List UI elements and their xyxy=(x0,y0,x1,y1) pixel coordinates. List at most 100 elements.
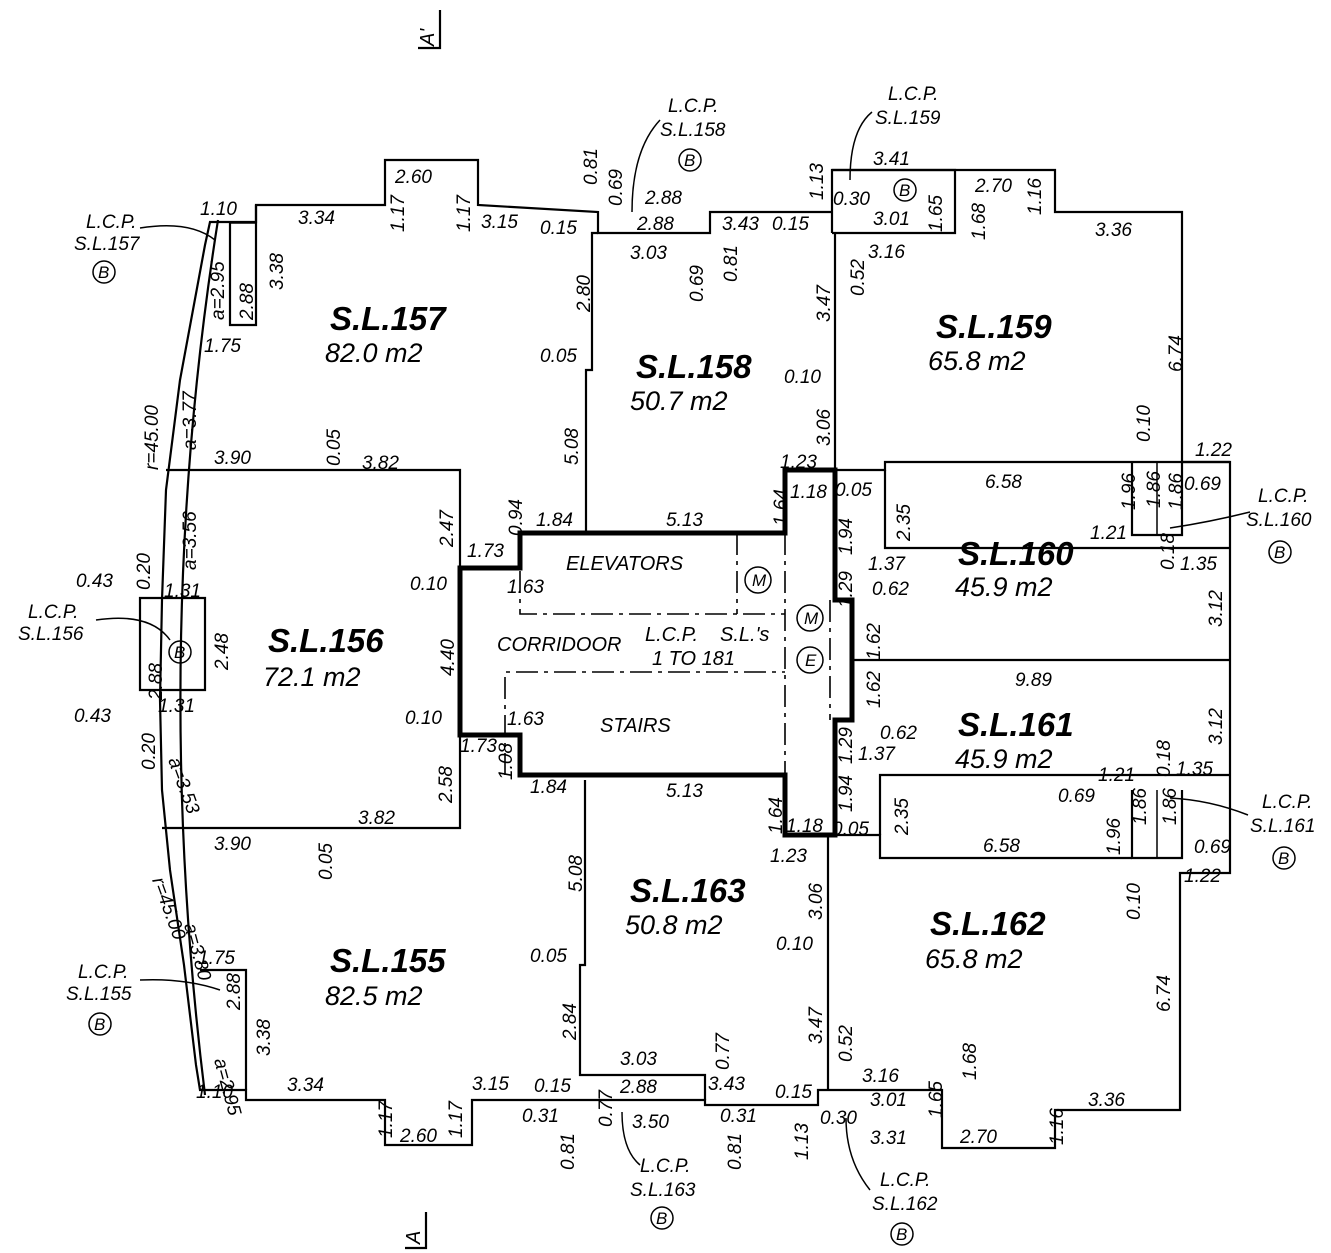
lcp-callout-163: L.C.P. S.L.163 B xyxy=(621,1111,696,1230)
dimension-label: 1.17 xyxy=(388,194,409,232)
dimension-label: 1.94 xyxy=(836,518,857,555)
dimension-label: 5.08 xyxy=(566,855,587,892)
stairs-label: STAIRS xyxy=(600,715,671,737)
dimension-label: 0.62 xyxy=(880,723,917,744)
svg-text:S.L.162: S.L.162 xyxy=(872,1194,938,1215)
elevators-label: ELEVATORS xyxy=(566,553,684,575)
lot-area-158: 50.7 m2 xyxy=(630,386,728,416)
lot-area-156: 72.1 m2 xyxy=(263,662,361,692)
dimension-label: r=45.00 xyxy=(142,405,163,470)
dimension-label: 0.43 xyxy=(76,571,113,592)
lcp-callout-159: L.C.P. S.L.159 B xyxy=(849,84,941,202)
section-mark-top: A' xyxy=(417,10,442,50)
dimension-label: 0.43 xyxy=(74,706,111,727)
dimension-label: 1.08 xyxy=(496,743,517,780)
dimension-label: 0.05 xyxy=(540,346,577,367)
dimension-label: a=3.77 xyxy=(180,390,201,450)
dimension-label: 0.05 xyxy=(324,429,345,466)
dimension-label: 1.31 xyxy=(164,581,201,602)
dimension-label: 3.82 xyxy=(358,808,395,829)
lot-area-155: 82.5 m2 xyxy=(325,981,423,1011)
dimension-label: 3.16 xyxy=(868,242,905,263)
dimension-label: 0.20 xyxy=(134,553,155,590)
svg-text:L.C.P.: L.C.P. xyxy=(668,96,718,117)
dimension-label: 1.18 xyxy=(790,482,827,503)
dimension-label: 3.15 xyxy=(472,1074,509,1095)
section-mark-top-label: A' xyxy=(417,28,439,47)
dimension-label: 3.31 xyxy=(870,1128,907,1149)
dimension-label: 4.40 xyxy=(438,639,459,676)
svg-text:M: M xyxy=(804,609,819,628)
dimension-label: 0.69 xyxy=(606,169,627,206)
dimension-label: 0.05 xyxy=(530,946,567,967)
dimension-label: 1.37 xyxy=(868,554,906,575)
dimension-label: 3.36 xyxy=(1088,1090,1125,1111)
dimension-label: 1.31 xyxy=(158,696,195,717)
dimension-label: 2.88 xyxy=(146,663,167,701)
dimension-label: 1.64 xyxy=(766,797,787,834)
svg-text:B: B xyxy=(899,181,910,200)
dimension-label: 1.18 xyxy=(786,816,823,837)
dimension-label: 3.34 xyxy=(298,208,335,229)
dimension-label: 2.88 xyxy=(636,214,674,235)
dimension-label: 3.03 xyxy=(620,1049,657,1070)
dimension-label: 1.22 xyxy=(1184,866,1221,887)
lot-157-boundary xyxy=(228,205,258,327)
lot-name-158: S.L.158 xyxy=(636,348,752,385)
svg-text:L.C.P.: L.C.P. xyxy=(880,1170,930,1191)
dimension-label: 3.50 xyxy=(632,1112,669,1133)
dimension-label: 3.38 xyxy=(267,253,288,290)
svg-text:S.L.155: S.L.155 xyxy=(66,984,132,1005)
dimension-label: 1.13 xyxy=(807,163,828,200)
dimension-label: 3.90 xyxy=(214,448,251,469)
svg-text:S.L.160: S.L.160 xyxy=(1246,510,1312,531)
svg-text:L.C.P.: L.C.P. xyxy=(1262,792,1312,813)
dimension-label: 1.35 xyxy=(1176,759,1213,780)
lot-label-161: S.L.161 45.9 m2 xyxy=(955,706,1074,774)
svg-text:B: B xyxy=(1278,849,1289,868)
dimension-label: 1.23 xyxy=(770,846,807,867)
lot-label-156: S.L.156 72.1 m2 xyxy=(263,622,384,692)
dimension-label: 0.69 xyxy=(1184,474,1221,495)
line-156-155 xyxy=(162,735,462,830)
lcp-callout-160: L.C.P. S.L.160 B xyxy=(1169,486,1312,564)
lot-label-160: S.L.160 45.9 m2 xyxy=(955,535,1074,602)
dimension-label: 3.01 xyxy=(870,1090,907,1111)
dimension-label: 1.63 xyxy=(507,709,544,730)
svg-text:B: B xyxy=(98,263,109,282)
lot-area-160: 45.9 m2 xyxy=(955,572,1053,602)
core-outline xyxy=(457,467,855,838)
dimension-label: 0.31 xyxy=(720,1106,757,1127)
dimension-label: 3.82 xyxy=(362,453,399,474)
dimension-label: 1.68 xyxy=(969,203,990,240)
dimension-label: 1.35 xyxy=(1180,554,1217,575)
dimension-label: 2.60 xyxy=(394,167,432,188)
dimension-label: 3.15 xyxy=(481,212,518,233)
dimension-label: 1.65 xyxy=(926,195,947,232)
corridor-label: CORRIDOOR xyxy=(497,634,621,656)
lot-155-parking xyxy=(200,968,248,1090)
dimension-label: 3.12 xyxy=(1206,590,1227,627)
dimension-label: 3.06 xyxy=(814,409,835,446)
line-157-156 xyxy=(166,468,462,568)
lot-name-155: S.L.155 xyxy=(330,942,446,979)
dimension-label: 0.81 xyxy=(721,245,742,282)
dimension-label: 1.17 xyxy=(446,1100,467,1138)
dimension-label: 0.10 xyxy=(1134,405,1155,442)
lcp-callout-155: L.C.P. S.L.155 B xyxy=(66,962,221,1036)
dimension-label: 0.69 xyxy=(687,265,708,302)
dimension-label: 1.73 xyxy=(460,736,497,757)
dimension-label: 2.58 xyxy=(436,766,457,804)
lot-name-163: S.L.163 xyxy=(630,872,746,909)
dimension-label: a=3.56 xyxy=(180,511,201,570)
svg-text:B: B xyxy=(684,151,695,170)
dimension-label: 2.35 xyxy=(892,798,913,836)
dimension-label: 1.86 xyxy=(1160,788,1181,825)
svg-text:B: B xyxy=(1274,543,1285,562)
common-lcp-label: L.C.P. xyxy=(645,624,698,646)
svg-text:L.C.P.: L.C.P. xyxy=(78,962,128,983)
line-159-160 xyxy=(835,460,1230,472)
svg-text:M: M xyxy=(752,571,767,590)
dimension-label: 0.94 xyxy=(506,499,527,536)
dimension-label: 1.17 xyxy=(376,1100,397,1138)
